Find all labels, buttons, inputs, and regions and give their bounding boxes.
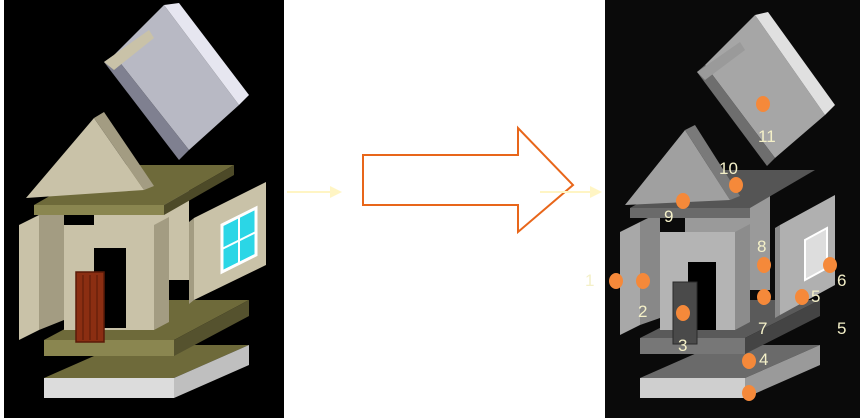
marker-5 [795, 289, 809, 305]
label-8: 8 [757, 237, 767, 256]
label-3: 3 [678, 336, 688, 355]
marker-9 [676, 193, 690, 209]
marker-layer [609, 96, 837, 401]
base-slab-front [44, 378, 174, 398]
label-5b: 5 [837, 319, 847, 338]
label-2: 2 [638, 302, 648, 321]
colored-house-panel [4, 0, 284, 418]
marker-2 [636, 273, 650, 289]
base-slab-top [44, 345, 249, 378]
label-6: 6 [837, 271, 847, 290]
marker-6 [823, 257, 837, 273]
label-1: 1 [585, 271, 595, 290]
marker-3 [676, 305, 690, 321]
marker-7 [757, 289, 771, 305]
label-5a: 5 [811, 287, 821, 306]
colored-house-drawing [19, 3, 266, 398]
numbered-house-drawing [620, 12, 835, 398]
left-wall [19, 215, 39, 340]
label-7: 7 [758, 319, 768, 338]
numbered-house-panel: 1 2 3 4 5 5 6 7 8 9 10 11 [585, 0, 860, 418]
gable-wall [26, 118, 144, 198]
marker-base [742, 385, 756, 401]
floor-slab-side [174, 300, 249, 356]
marker-10 [729, 177, 743, 193]
left-wall-edge [39, 205, 64, 330]
marker-11 [756, 96, 770, 112]
marker-4 [742, 353, 756, 369]
marker-1 [609, 273, 623, 289]
label-4: 4 [759, 350, 769, 369]
floor-slab-front [44, 340, 174, 356]
marker-8 [757, 257, 771, 273]
arrow-shape [362, 125, 575, 235]
label-9: 9 [664, 207, 674, 226]
label-11: 11 [758, 127, 776, 146]
label-10: 10 [719, 159, 738, 178]
base-slab-side [174, 345, 249, 398]
front-wall-side [154, 217, 169, 330]
